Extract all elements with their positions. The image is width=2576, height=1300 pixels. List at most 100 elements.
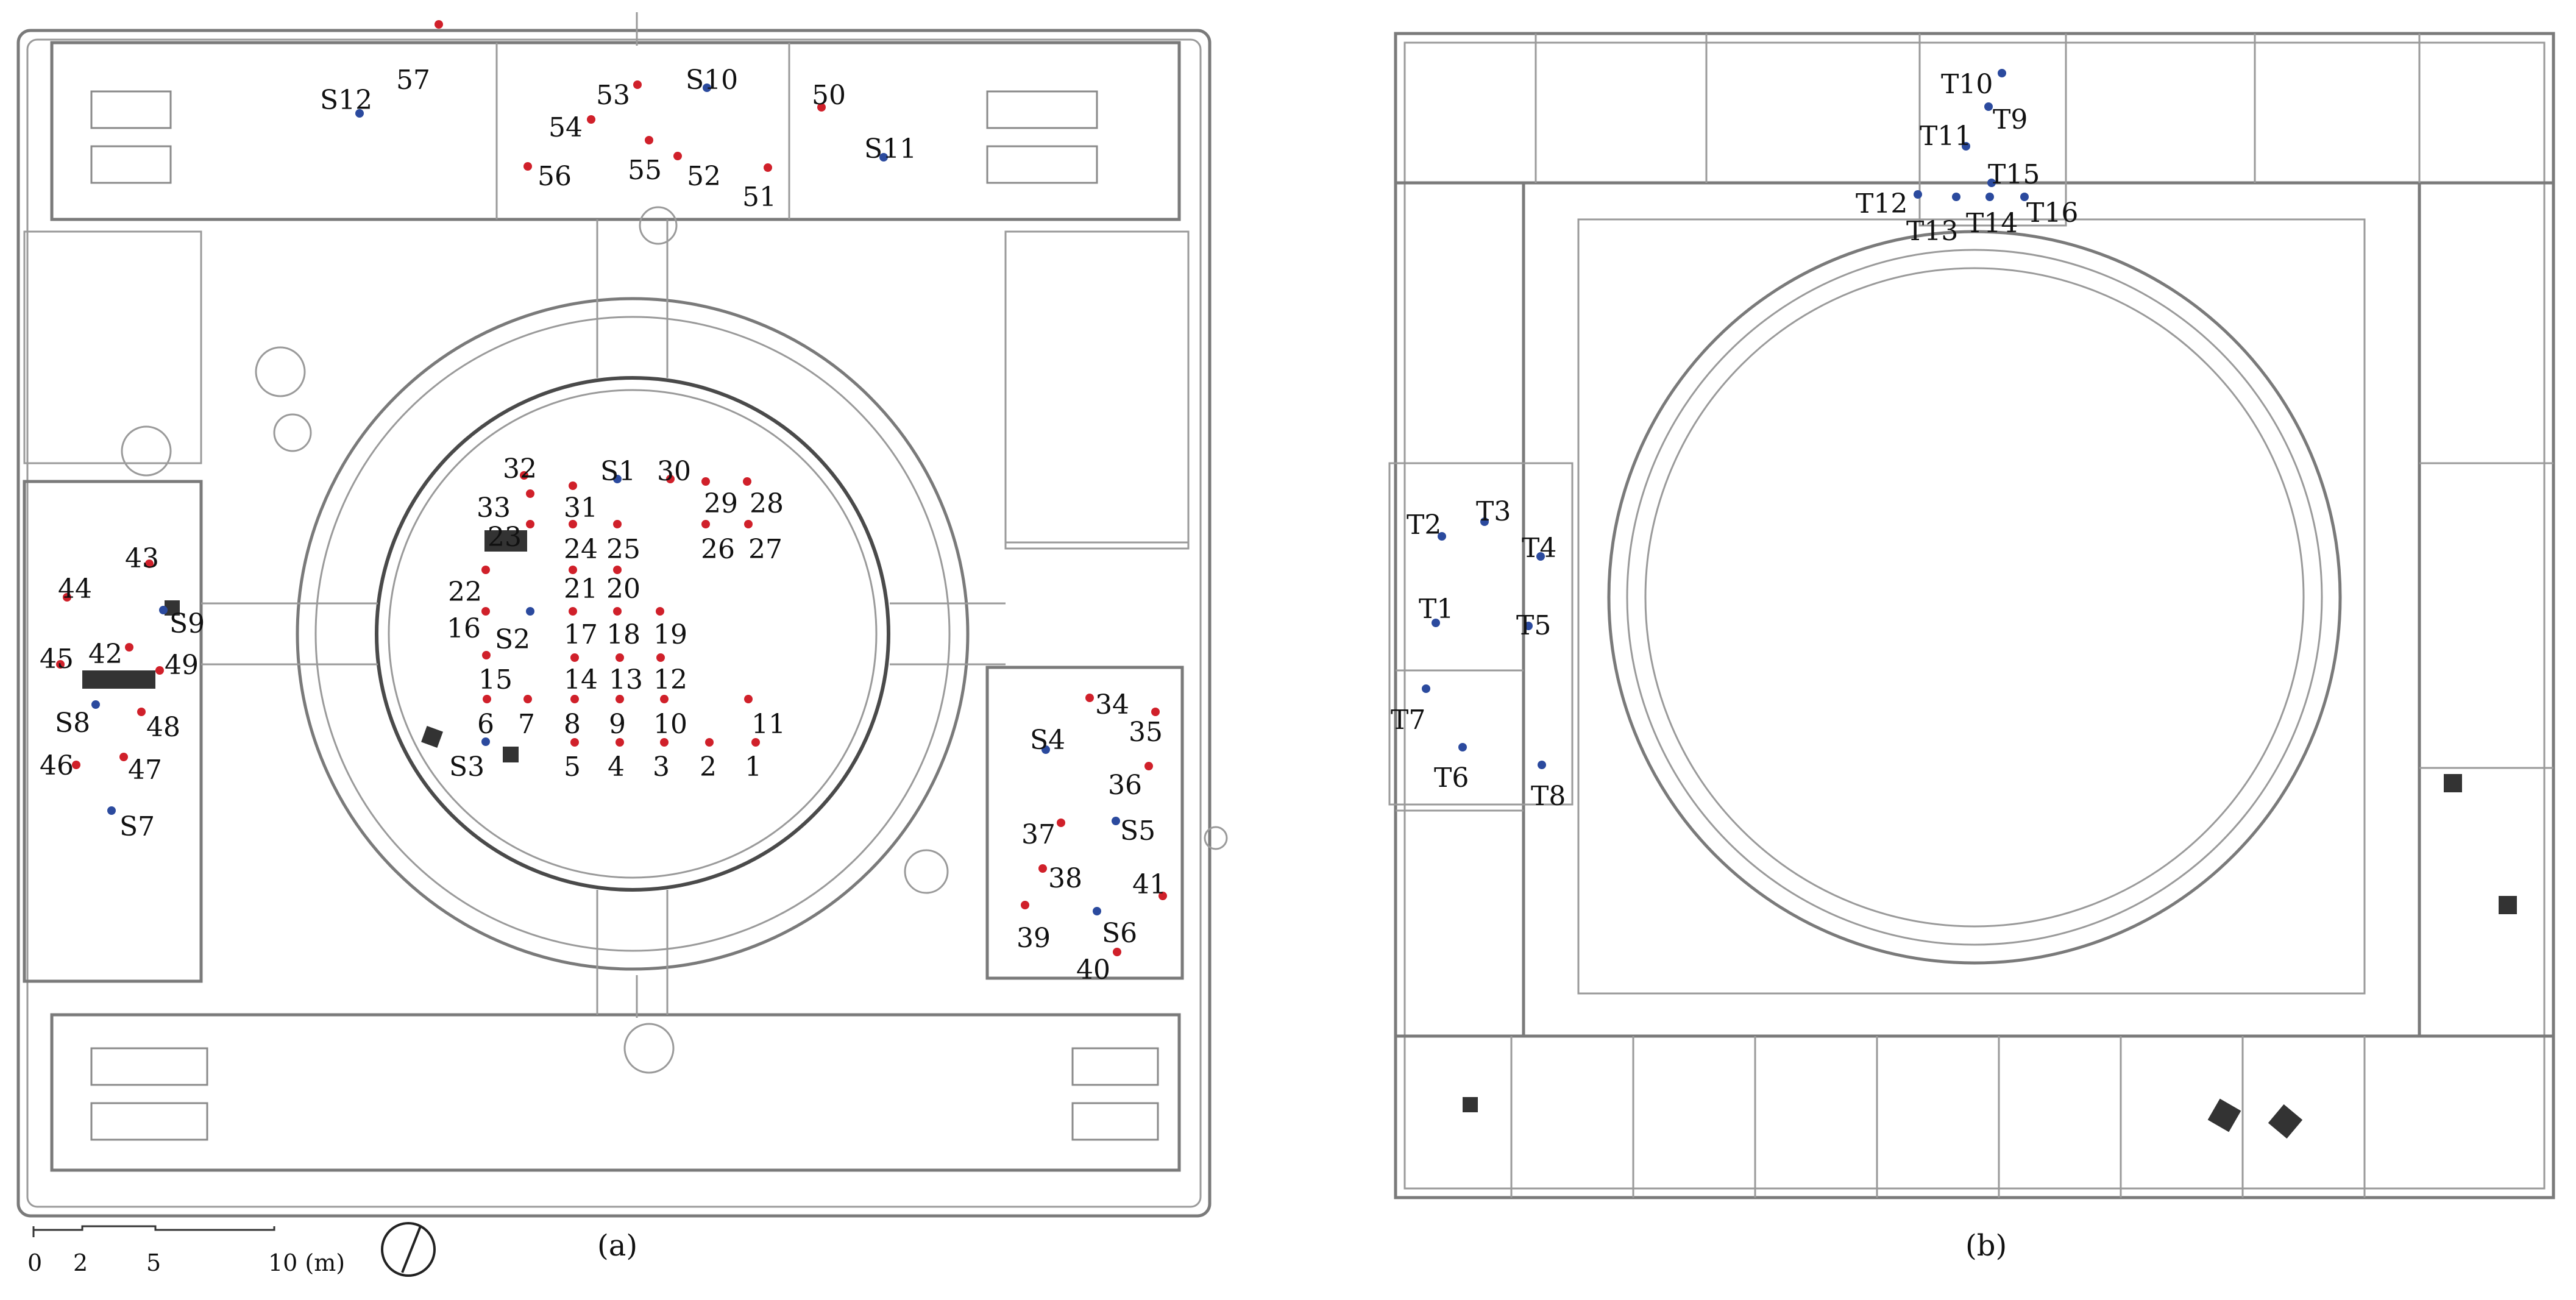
a-point-41: 41 <box>1132 869 1167 900</box>
scale-bar: 0 2 5 10 (m) <box>27 1225 345 1276</box>
sample-marker <box>72 761 80 769</box>
point-label: S12 <box>320 85 372 116</box>
b-point-t11: T11 <box>1920 121 1971 152</box>
a-point-17: 17 <box>564 607 598 650</box>
station-marker <box>1985 193 1994 201</box>
point-label: 5 <box>564 751 581 783</box>
sample-marker <box>435 20 443 29</box>
station-marker <box>1538 761 1546 769</box>
point-label: T8 <box>1531 781 1566 812</box>
b-point-t15: T15 <box>1987 159 2040 190</box>
sample-marker <box>613 520 622 528</box>
a-point-50: 50 <box>812 80 846 112</box>
a-point-36: 36 <box>1108 762 1153 801</box>
point-label: 30 <box>657 456 691 487</box>
point-label: 39 <box>1017 923 1051 954</box>
a-point-18: 18 <box>606 607 640 650</box>
sample-marker <box>701 477 710 486</box>
point-label: 24 <box>564 534 598 565</box>
a-point-4: 4 <box>608 738 625 783</box>
station-marker <box>355 109 364 118</box>
point-label: T9 <box>1993 104 2028 135</box>
a-point-s4: S4 <box>1030 725 1065 756</box>
point-label: 38 <box>1048 863 1082 894</box>
sample-marker <box>656 607 664 616</box>
a-point-1: 1 <box>745 738 762 783</box>
sample-marker <box>1021 901 1029 909</box>
point-label: 9 <box>609 709 626 740</box>
sample-marker <box>569 520 577 528</box>
a-point-55: 55 <box>628 136 662 186</box>
station-marker <box>1987 179 1996 187</box>
station-marker <box>1952 193 1960 201</box>
a-point-26: 26 <box>701 520 735 565</box>
point-label: 42 <box>88 639 122 670</box>
point-label: 18 <box>606 619 640 650</box>
point-label: T5 <box>1516 610 1551 641</box>
a-point-7: 7 <box>518 695 535 740</box>
a-point-24: 24 <box>564 520 598 565</box>
station-marker <box>1480 517 1489 526</box>
point-label: 6 <box>477 709 494 740</box>
a-point-42: 42 <box>88 639 133 670</box>
sample-marker <box>656 653 665 662</box>
station-marker <box>1914 190 1922 199</box>
sample-marker <box>570 695 579 703</box>
point-label: T3 <box>1476 496 1511 527</box>
sample-marker <box>817 103 826 112</box>
b-point-t5: T5 <box>1516 610 1551 641</box>
a-point-10: 10 <box>653 695 687 740</box>
a-point-51: 51 <box>742 163 776 213</box>
sample-marker <box>1038 864 1047 873</box>
a-point-s10: S10 <box>686 65 738 96</box>
b-point-t10: T10 <box>1941 69 2006 100</box>
point-label: 33 <box>477 492 511 524</box>
point-label: 28 <box>750 488 784 519</box>
station-marker <box>526 607 534 616</box>
a-point-32: 32 <box>503 453 537 485</box>
scale-tick-2: 2 <box>73 1249 88 1276</box>
a-point-28: 28 <box>743 477 784 519</box>
point-label: 10 <box>653 709 687 740</box>
a-point-19: 19 <box>653 607 687 650</box>
a-point-49: 49 <box>155 650 199 681</box>
b-point-t3: T3 <box>1476 496 1511 527</box>
floor-plan-b <box>1388 32 2555 1199</box>
a-point-5: 5 <box>564 738 581 783</box>
point-label: T13 <box>1906 216 1958 247</box>
a-point-44: 44 <box>58 574 92 605</box>
point-label: T6 <box>1434 762 1469 794</box>
point-label: T14 <box>1966 208 2018 239</box>
station-marker <box>1432 619 1440 627</box>
b-point-t9: T9 <box>1984 102 2028 135</box>
point-label: 49 <box>165 650 199 681</box>
b-point-t1: T1 <box>1419 594 1453 627</box>
sample-marker <box>56 660 65 669</box>
sample-marker <box>1158 892 1167 900</box>
a-point-s3: S3 <box>449 737 490 783</box>
a-point-14: 14 <box>564 653 598 695</box>
point-label: 11 <box>751 709 786 740</box>
point-label: 45 <box>40 644 74 675</box>
a-point-11: 11 <box>744 695 786 740</box>
station-marker <box>1438 532 1446 541</box>
point-label: 35 <box>1129 717 1163 748</box>
sample-marker <box>1057 819 1065 827</box>
sample-marker <box>744 520 753 528</box>
point-label: 41 <box>1132 869 1166 900</box>
station-marker <box>1536 552 1545 561</box>
point-label: 50 <box>812 80 846 111</box>
sample-marker <box>483 695 491 703</box>
point-label: 25 <box>606 534 640 565</box>
b-point-t8: T8 <box>1531 761 1566 812</box>
caption-a: (a) <box>597 1229 637 1263</box>
sample-marker <box>1151 708 1160 716</box>
b-point-t14: T14 <box>1966 193 2018 239</box>
a-point-s5: S5 <box>1112 815 1155 847</box>
sample-marker <box>764 163 772 172</box>
sample-marker <box>587 115 595 124</box>
point-label: 47 <box>128 755 162 786</box>
point-label: S6 <box>1102 918 1137 949</box>
point-label: 3 <box>653 751 670 783</box>
